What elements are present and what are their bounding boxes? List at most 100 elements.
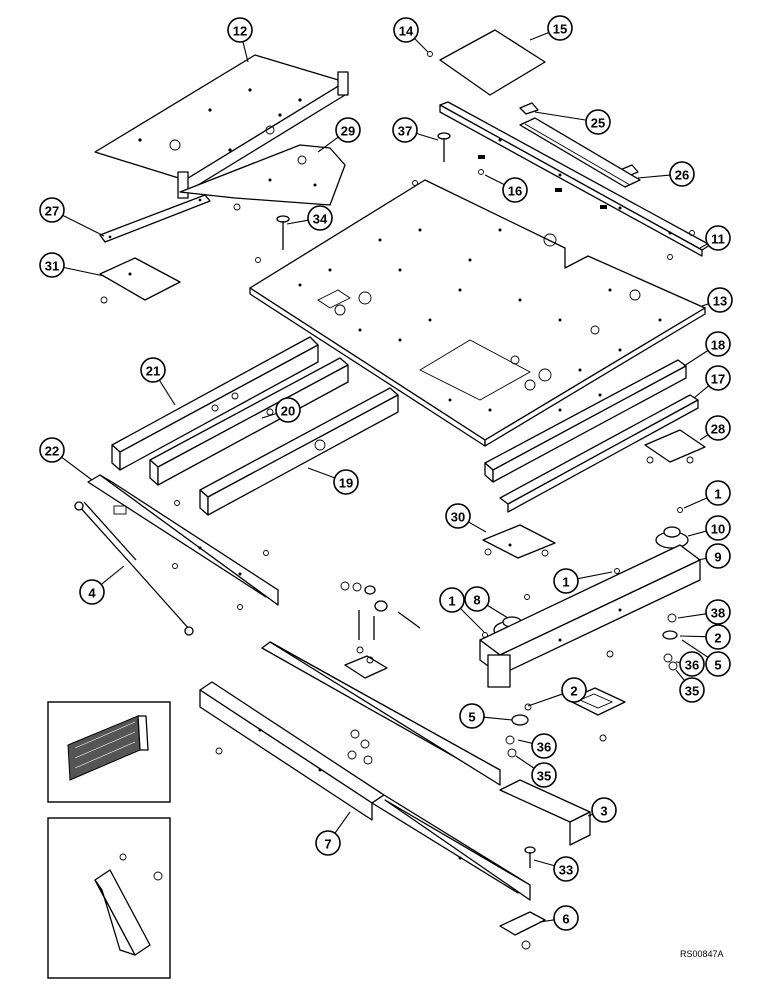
callout-14: 14 <box>393 17 429 53</box>
nuts-lower <box>347 729 373 765</box>
callout-circle <box>39 252 65 278</box>
callout-label: 29 <box>341 124 355 139</box>
callout-label: 3 <box>600 804 607 819</box>
callout-label: 12 <box>233 24 247 39</box>
callout-35: 35 <box>515 755 557 788</box>
callout-leader <box>242 41 249 63</box>
callout-circle <box>553 856 579 882</box>
reference-code: RS00847A <box>680 949 724 959</box>
callout-leader <box>587 813 593 817</box>
callout-label: 36 <box>685 658 699 673</box>
part-30-plate <box>482 524 556 559</box>
callout-leader <box>681 639 709 658</box>
callout-label: 9 <box>714 550 721 565</box>
callout-circle <box>591 797 617 823</box>
callout-label: 14 <box>399 24 414 39</box>
callout-36: 36 <box>675 651 705 677</box>
callout-circle <box>464 586 490 612</box>
inset-mesh-panel <box>47 701 171 803</box>
callout-label: 38 <box>711 606 725 621</box>
screw <box>667 254 673 260</box>
callout-leader <box>577 571 613 580</box>
callout-18: 18 <box>683 331 731 367</box>
callout-leader <box>484 174 505 186</box>
callout-leader <box>701 303 709 307</box>
callout-label: 35 <box>537 769 551 784</box>
callout-10: 10 <box>687 515 731 541</box>
callout-25: 25 <box>534 109 611 135</box>
callout-label: 1 <box>448 594 455 609</box>
callout-label: 2 <box>714 631 721 646</box>
callout-label: 26 <box>675 168 689 183</box>
screw <box>412 180 418 186</box>
callout-circle <box>553 568 579 594</box>
callout-21: 21 <box>140 357 176 406</box>
callout-7: 7 <box>315 811 351 856</box>
parts-layer: RS00847A <box>47 29 724 979</box>
callout-leader <box>687 530 707 537</box>
callout-leader <box>286 219 309 225</box>
callout-circle <box>679 651 705 677</box>
callout-circle <box>307 205 333 231</box>
callout-label: 13 <box>713 294 727 309</box>
callout-circle <box>531 762 557 788</box>
callout-leader <box>62 214 105 237</box>
screw <box>215 747 223 755</box>
part-3-angle <box>261 641 591 846</box>
callout-label: 7 <box>324 837 331 852</box>
bolt-37 <box>437 132 451 162</box>
callout-label: 19 <box>339 476 353 491</box>
callout-1: 1 <box>439 587 485 633</box>
callout-circle <box>333 469 359 495</box>
callout-circle <box>707 287 733 313</box>
callout-circle <box>705 225 731 251</box>
callout-1: 1 <box>553 568 613 594</box>
callout-circle <box>669 161 695 187</box>
callout-circle <box>392 117 418 143</box>
callout-leader <box>468 521 487 533</box>
screw <box>263 550 269 556</box>
callout-leader <box>527 693 563 707</box>
callout-4: 4 <box>79 565 125 605</box>
callout-leader <box>683 497 708 509</box>
callout-38: 38 <box>677 599 731 625</box>
callout-label: 6 <box>562 912 569 927</box>
callout-leader <box>539 919 555 923</box>
callout-label: 18 <box>711 338 725 353</box>
callout-label: 16 <box>508 184 522 199</box>
callout-circle <box>561 677 587 703</box>
callout-leader <box>416 132 439 141</box>
callout-circle <box>679 677 705 703</box>
callout-leader <box>483 716 513 721</box>
callout-label: 22 <box>45 444 59 459</box>
callout-label: 35 <box>685 684 699 699</box>
callout-circle <box>705 331 731 357</box>
part-4-strut <box>74 501 194 636</box>
callout-leader <box>100 565 125 585</box>
screw <box>174 500 180 506</box>
callout-circle <box>393 17 419 43</box>
callout-circle <box>705 480 731 506</box>
callout-leader <box>486 604 509 619</box>
callout-circle <box>459 703 485 729</box>
part-7-channel <box>199 681 531 901</box>
screw <box>614 568 620 574</box>
callout-20: 20 <box>261 397 301 423</box>
callout-circle <box>275 397 301 423</box>
washers-right <box>505 613 678 758</box>
inset-bracket <box>47 817 171 979</box>
callout-leader <box>317 136 339 153</box>
callout-circle <box>705 365 731 391</box>
callout-leader <box>61 456 93 481</box>
callout-leader <box>307 467 335 479</box>
callout-label: 5 <box>468 710 475 725</box>
callout-leader <box>699 243 708 249</box>
callout-circle <box>445 503 471 529</box>
callout-circle <box>531 733 557 759</box>
callout-circle <box>705 543 731 569</box>
fasteners-center <box>340 581 421 679</box>
bolt-34 <box>276 215 290 250</box>
callout-1: 1 <box>683 480 731 509</box>
callout-circle <box>585 109 611 135</box>
callout-leader <box>63 266 105 277</box>
